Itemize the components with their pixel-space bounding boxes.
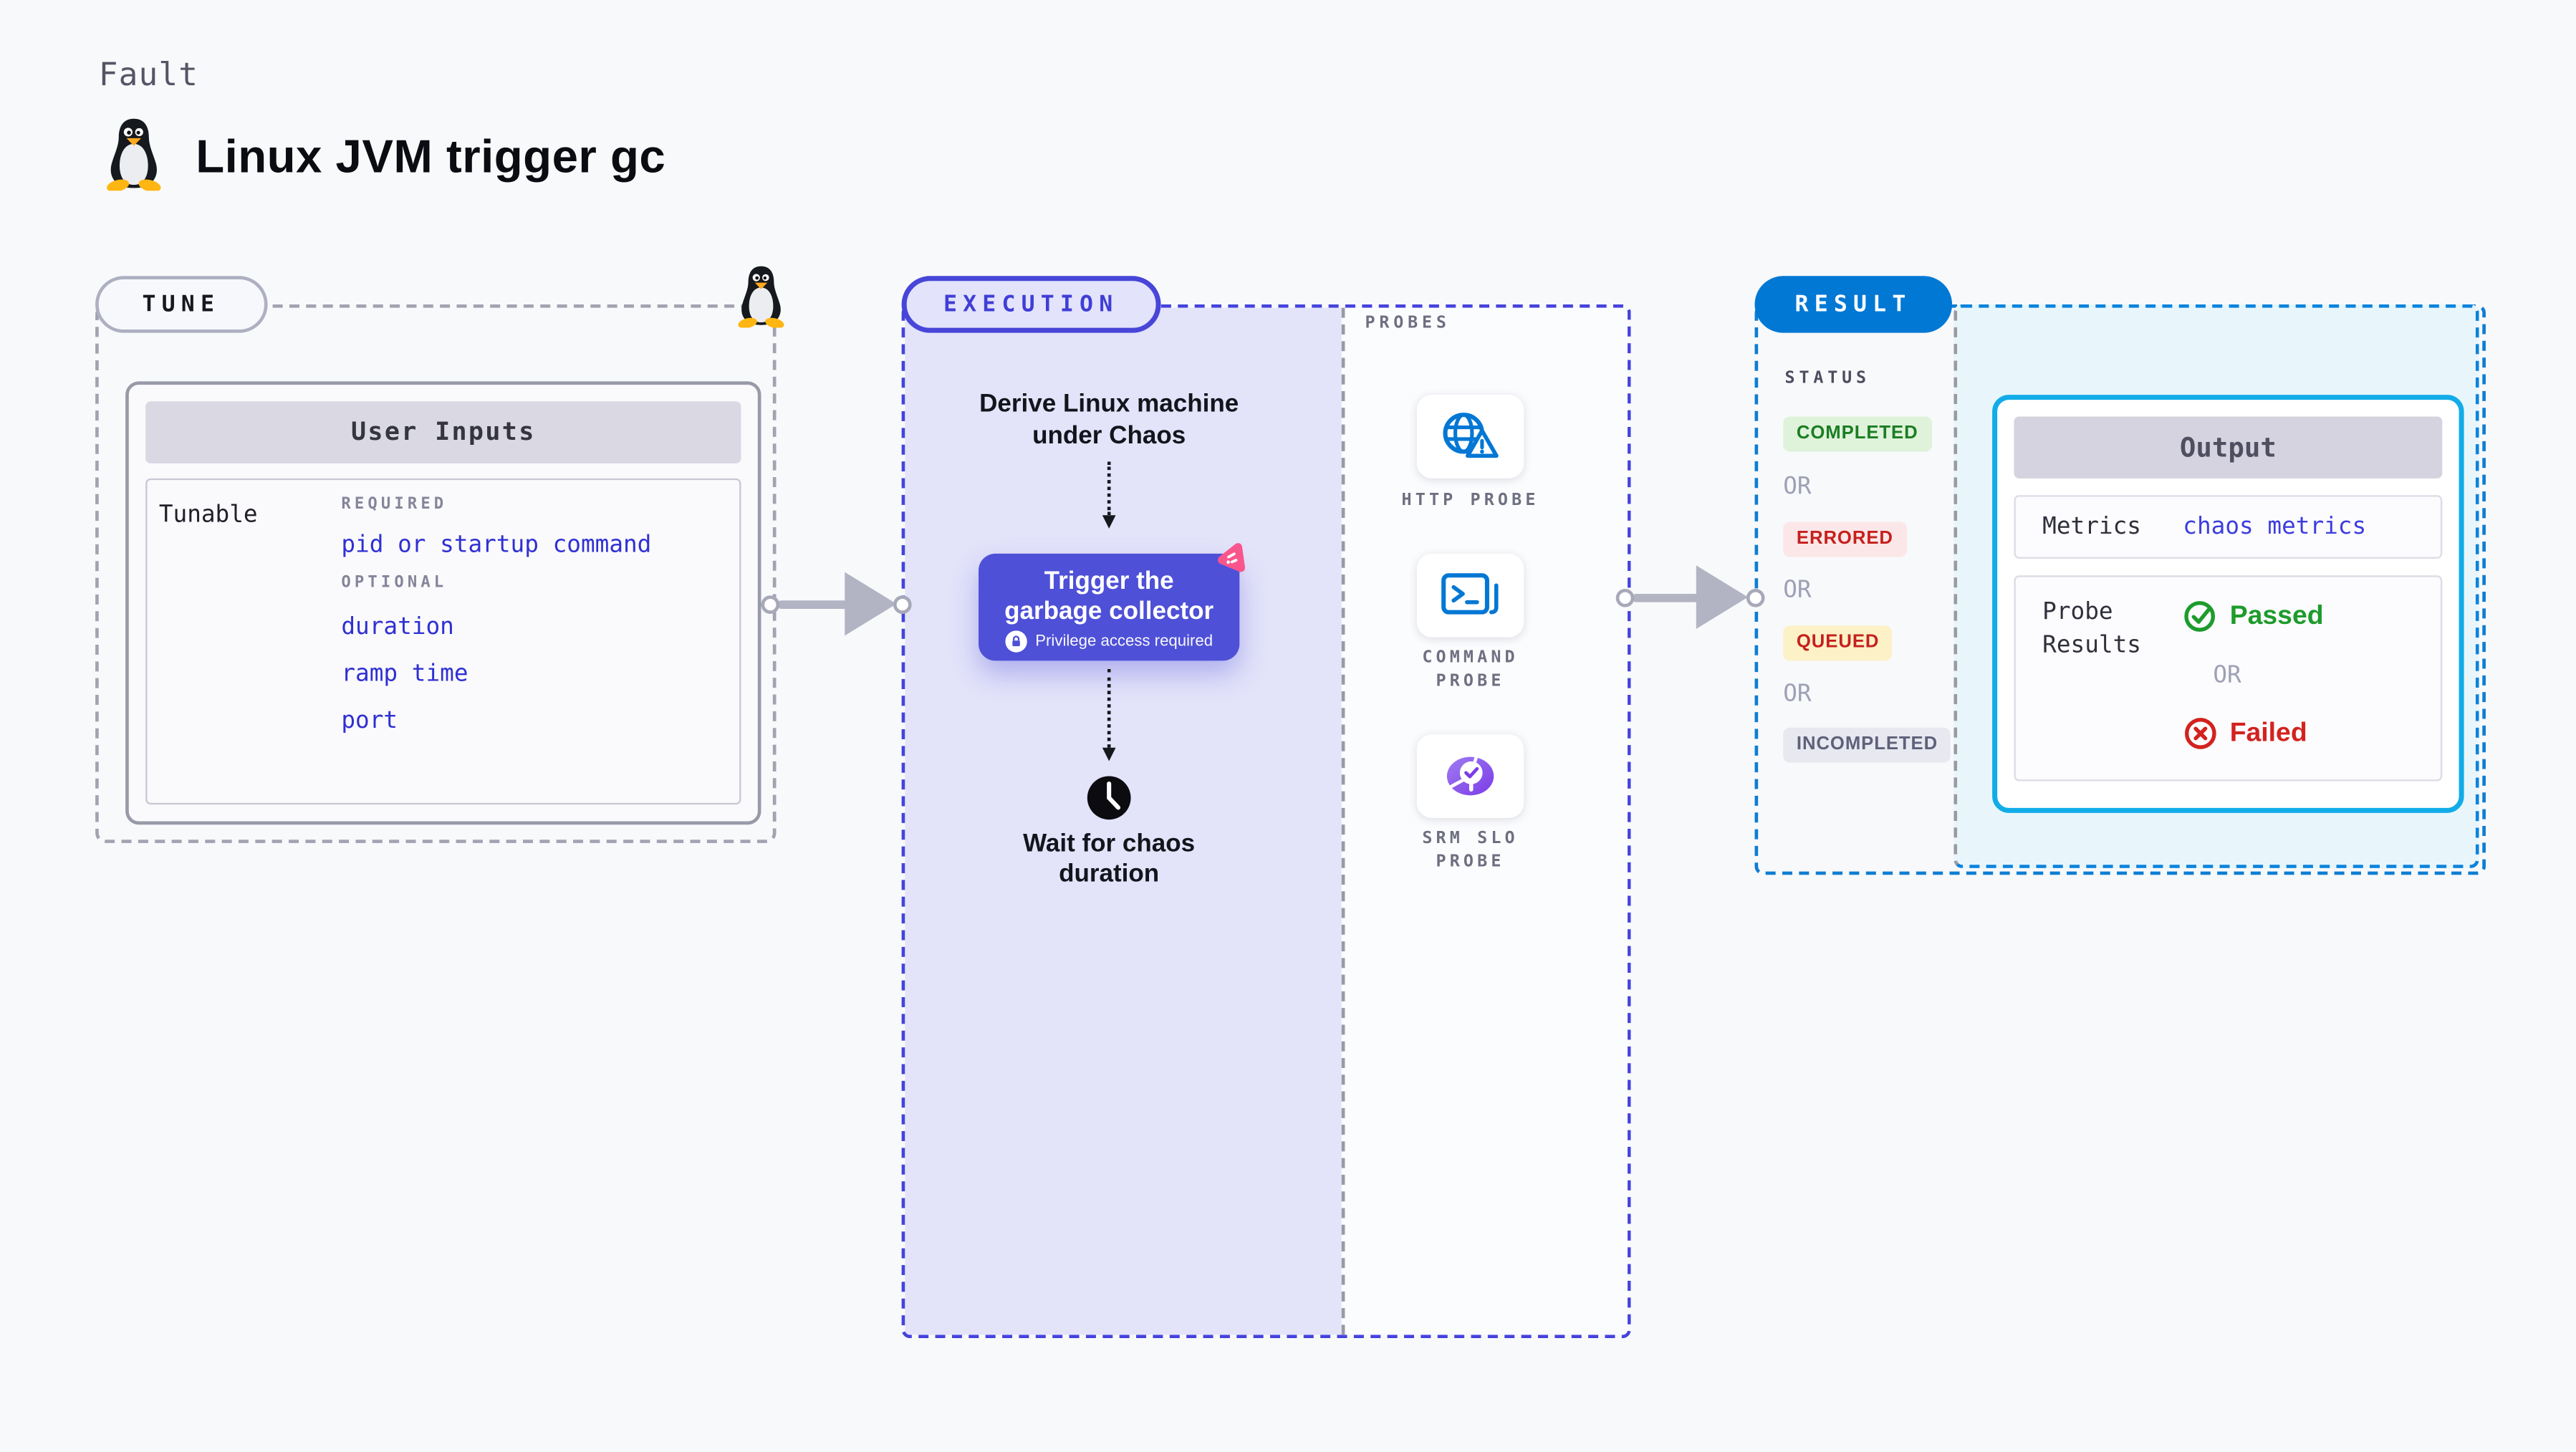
- tune-badge: TUNE: [95, 276, 267, 333]
- dotted-arrowhead-icon: [1101, 747, 1115, 761]
- slo-donut-check-icon: [1446, 756, 1494, 796]
- required-label: REQUIRED: [341, 495, 448, 514]
- wait-duration-step-label: Wait for chaos duration: [1023, 830, 1196, 888]
- probe-results-label: Probe Results: [2042, 598, 2141, 660]
- trigger-gc-button[interactable]: Trigger the garbage collector Privilege …: [979, 553, 1240, 661]
- probe-verdict-failed: Failed: [2183, 716, 2307, 751]
- user-inputs-content-box: [145, 478, 741, 805]
- tunable-optional-item: ramp time: [341, 660, 468, 688]
- tux-penguin-icon: [100, 117, 167, 191]
- probe-verdict-passed: Passed: [2183, 599, 2324, 634]
- lock-icon: [1005, 630, 1027, 653]
- metrics-label: Metrics: [2042, 513, 2141, 541]
- metrics-row: Metrics chaos metrics: [2014, 495, 2443, 559]
- status-badge-incompleted: INCOMPLETED: [1783, 727, 1951, 763]
- user-inputs-card: User Inputs: [125, 381, 761, 825]
- tune-section-box: [95, 304, 777, 843]
- srm-slo-probe-card: [1416, 734, 1524, 818]
- privilege-access-label: Privilege access required: [1035, 632, 1213, 651]
- failed-label: Failed: [2229, 718, 2307, 747]
- arrow-tune-to-execution-line: [777, 600, 848, 608]
- command-probe-label: COMMAND PROBE: [1422, 649, 1519, 691]
- status-or-label: OR: [1783, 681, 1812, 708]
- result-badge: RESULT: [1754, 276, 1952, 333]
- tunable-optional-item: port: [341, 707, 398, 735]
- probes-title: PROBES: [1365, 314, 1451, 333]
- x-circle-icon: [2184, 718, 2216, 749]
- status-badge-errored: ERRORED: [1783, 521, 1907, 557]
- arrow-execution-to-result-head: [1696, 565, 1749, 629]
- status-badge-queued: QUEUED: [1783, 625, 1893, 661]
- tunable-required-item: pid or startup command: [341, 532, 652, 559]
- chaos-experiment-icon: [1218, 543, 1246, 572]
- output-card-title: Output: [2014, 416, 2443, 479]
- metrics-value: chaos metrics: [2183, 513, 2367, 541]
- clock-icon: [1087, 776, 1131, 820]
- srm-slo-probe-label: SRM SLO PROBE: [1422, 830, 1519, 871]
- fault-eyebrow-label: Fault: [98, 57, 199, 94]
- command-probe-card: [1416, 553, 1524, 638]
- status-title: STATUS: [1784, 370, 1870, 388]
- tux-penguin-corner-icon: [733, 264, 789, 328]
- http-probe-label: HTTP PROBE: [1401, 491, 1539, 511]
- status-or-label: OR: [1783, 577, 1812, 604]
- page-title: Linux JVM trigger gc: [196, 130, 666, 183]
- execution-flow-area: [905, 307, 1342, 1335]
- dotted-connector: [1107, 669, 1111, 748]
- http-probe-card: [1416, 395, 1524, 479]
- arrow-tune-to-execution-head: [845, 572, 897, 636]
- derive-machine-step-label: Derive Linux machine under Chaos: [979, 390, 1239, 449]
- tunable-row-label: Tunable: [158, 501, 258, 529]
- trigger-gc-button-label: Trigger the garbage collector: [1004, 567, 1214, 625]
- connector-dot: [760, 595, 779, 613]
- execution-section-box: [901, 304, 1631, 1339]
- status-or-label: OR: [1783, 473, 1812, 501]
- passed-label: Passed: [2229, 601, 2324, 630]
- globe-alert-icon: [1443, 413, 1499, 458]
- connector-dot: [1745, 587, 1764, 607]
- probe-results-row: Probe Results Passed OR Failed: [2014, 575, 2443, 782]
- optional-label: OPTIONAL: [341, 573, 448, 592]
- probes-area: [1341, 307, 1628, 1335]
- connector-dot: [892, 595, 911, 613]
- verdict-or-label: OR: [2213, 662, 2241, 690]
- terminal-icon: [1441, 573, 1499, 615]
- dotted-connector: [1107, 461, 1111, 516]
- execution-badge: EXECUTION: [901, 276, 1160, 333]
- check-circle-icon: [2184, 601, 2216, 632]
- status-badge-completed: COMPLETED: [1783, 416, 1932, 452]
- output-card: Output Metrics chaos metrics Probe Resul…: [1992, 395, 2464, 813]
- connector-dot: [1615, 587, 1634, 607]
- tunable-optional-item: duration: [341, 613, 454, 641]
- dotted-arrowhead-icon: [1101, 515, 1115, 529]
- arrow-execution-to-result-line: [1633, 592, 1700, 602]
- user-inputs-title: User Inputs: [145, 401, 741, 463]
